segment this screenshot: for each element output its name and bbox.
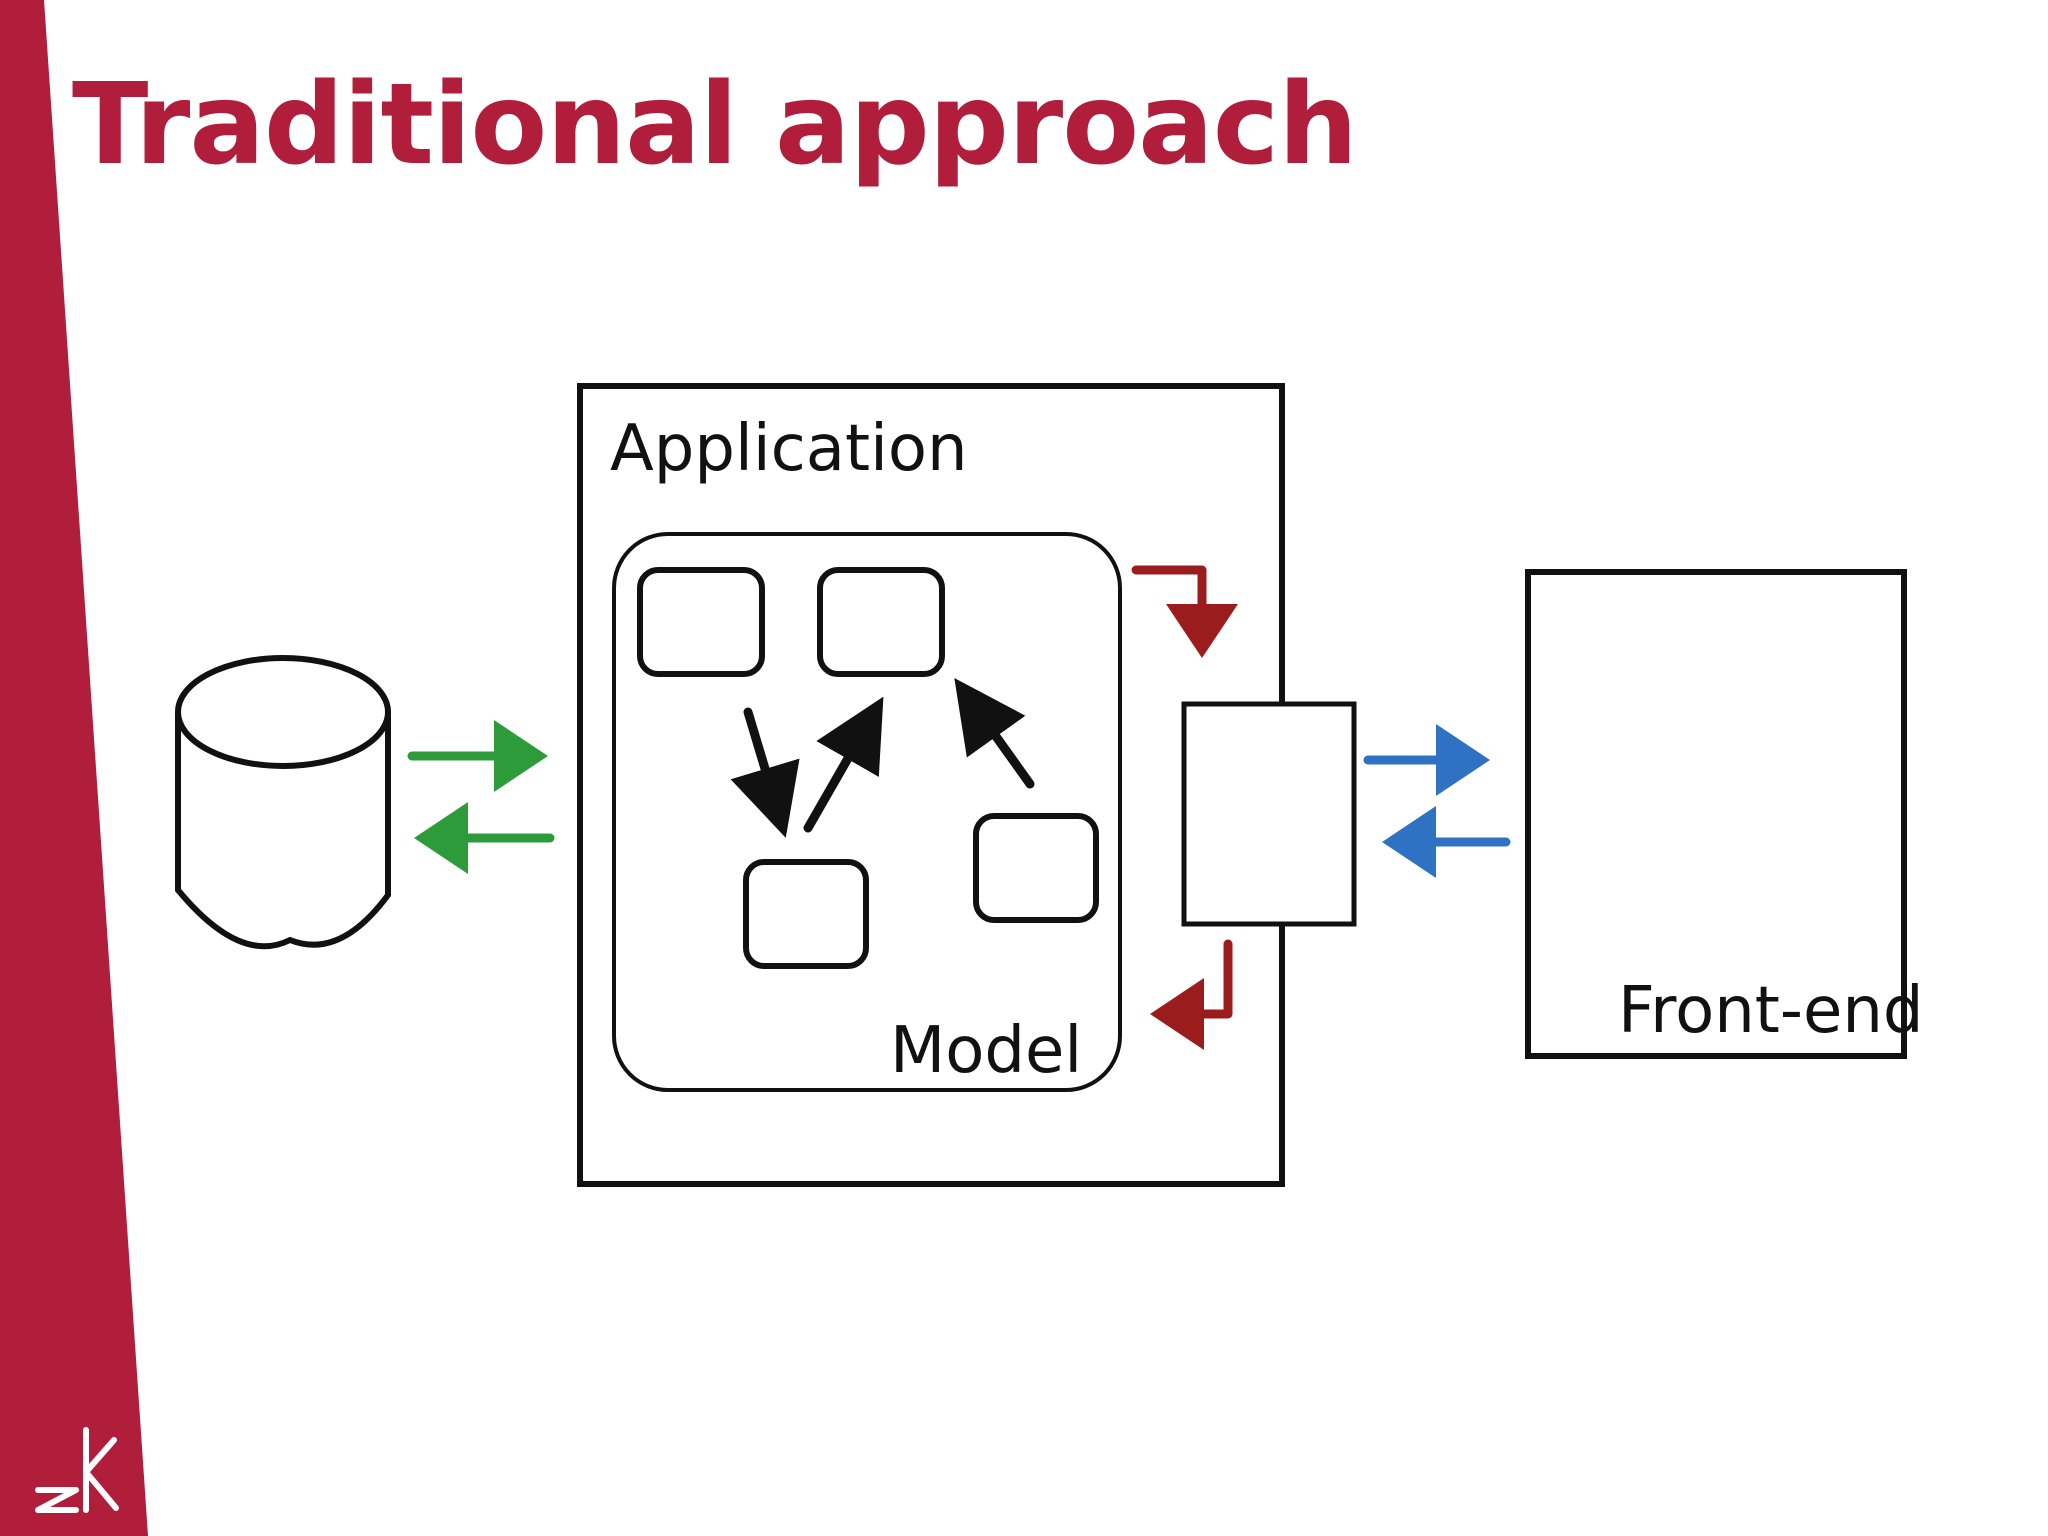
frontend-label: Front-end [1618,974,1924,1048]
model-objects [637,567,1099,969]
slide-title: Traditional approach [72,60,1358,190]
interface-to-model-arrow [1150,939,1233,1050]
model-to-interface-arrow [1131,565,1238,658]
database-arrows [407,720,555,874]
database-icon [175,655,391,950]
frontend-box [1525,569,1907,1059]
relation-arrow [803,696,884,833]
interface-box [1181,701,1357,927]
relation-arrow [954,678,1035,789]
relation-arrow [730,707,800,838]
model-object-box [637,567,765,677]
model-object-box [817,567,945,677]
model-relations [730,678,1035,838]
application-label: Application [610,412,968,486]
controller-arrows [1131,565,1238,1050]
model-label: Model [890,1014,1082,1088]
model-box [612,532,1122,1092]
model-object-box [973,813,1099,923]
model-object-box [743,859,869,969]
frontend-arrows [1363,724,1511,878]
zk-logo-icon [35,1427,119,1513]
